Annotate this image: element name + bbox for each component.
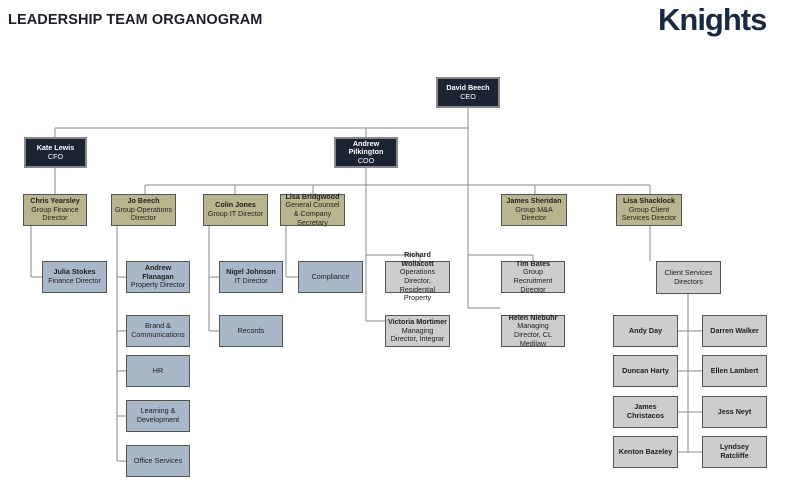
org-node-department: HR [126,355,190,387]
node-name: Duncan Harty [622,365,669,375]
node-role: IT Director [234,276,268,285]
node-role: Office Services [133,455,183,465]
node-name: Helen Niebuhr [508,312,558,322]
org-node-report: Andrew Flanagan Property Director [126,261,190,293]
node-name: Kate Lewis [36,142,75,152]
node-name: Lyndsey Ratcliffe [720,442,749,460]
org-node-report: Nigel Johnson IT Director [219,261,283,293]
org-node-member: Darren Walker [702,315,767,347]
node-role: Brand & Communications [131,321,185,339]
node-role: Records [237,325,265,335]
node-name: Chris Yearsley [30,196,80,206]
node-name: Ellen Lambert [710,365,759,375]
node-name: David Beech [446,82,490,92]
node-role: Group IT Director [207,209,264,218]
node-role: Group Finance Director [31,204,79,223]
node-name: James Sheridan [506,196,562,206]
node-name: Julia Stokes [53,267,96,277]
page-title: LEADERSHIP TEAM ORGANOGRAM [8,12,263,28]
org-node-department: Records [219,315,283,347]
node-name: Andy Day [628,325,663,335]
node-name: Jo Beech [127,196,160,206]
node-role: Group Client Services Director [621,204,677,223]
node-name: Richard Wollacott [401,250,434,268]
node-name: Victoria Mortimer [388,317,447,327]
node-name: Kenton Bazeley [618,446,673,456]
node-role: General Counsel & Company Secretary [285,200,340,227]
org-node-director: James Sheridan Group M&A Director [501,194,567,226]
node-role: Group M&A Director [515,204,553,223]
node-name: Jess Neyt [717,406,752,416]
org-node-director: Colin Jones Group IT Director [203,194,268,226]
node-name: Lisa Bridgwood [285,191,340,201]
node-name: Nigel Johnson [226,267,276,277]
org-node-coo: Andrew Pilkington COO [334,137,398,168]
company-logo: Knights [658,2,767,37]
node-role: Managing Director, Integrar [390,325,445,344]
org-node-department: Learning & Development [126,400,190,432]
org-node-director: Jo Beech Group Operations Director [111,194,176,226]
org-node-report: Victoria Mortimer Managing Director, Int… [385,315,450,347]
node-role: Learning & Development [136,406,180,424]
org-node-member: Ellen Lambert [702,355,767,387]
org-node-department: Office Services [126,445,190,477]
node-name: Andrew Pilkington [348,138,384,157]
node-name: Tim Bates [515,258,551,268]
org-node-member: Lyndsey Ratcliffe [702,436,767,468]
org-node-member: Jess Neyt [702,396,767,428]
node-role: Compliance [311,271,350,281]
node-role: Operations Director, Residential Propert… [399,267,436,303]
org-node-department: Compliance [298,261,363,293]
org-node-member: Andy Day [613,315,678,347]
org-node-member: James Christacos [613,396,678,428]
org-node-member: Kenton Bazeley [613,436,678,468]
org-node-director: Lisa Shacklock Group Client Services Dir… [616,194,682,226]
node-name: James Christacos [626,402,665,420]
node-role: CEO [460,91,476,101]
org-node-report: Richard Wollacott Operations Director, R… [385,250,450,302]
node-name: Colin Jones [215,200,256,210]
node-name: Andrew Flanagan [142,263,174,281]
node-role: Managing Director, CL Medilaw [514,321,552,348]
org-node-ceo: David Beech CEO [436,77,500,108]
node-role: COO [357,155,375,165]
node-role: Finance Director [48,276,101,285]
node-role: Group Operations Director [114,204,173,223]
org-node-report: Julia Stokes Finance Director [42,261,107,293]
org-node-department: Client Services Directors [656,261,721,294]
node-role: Property Director [130,280,186,290]
node-name: Lisa Shacklock [623,196,675,206]
node-role: CFO [47,151,64,161]
node-name: Darren Walker [710,325,759,335]
org-node-department: Brand & Communications [126,315,190,347]
org-node-report: Helen Niebuhr Managing Director, CL Medi… [501,312,565,348]
org-node-report: Tim Bates Group Recruitment Director [501,258,565,294]
org-node-director: Chris Yearsley Group Finance Director [23,194,87,226]
node-role: Group Recruitment Director [513,267,553,294]
node-role: HR [152,365,164,375]
org-node-director: Lisa Bridgwood General Counsel & Company… [280,191,345,227]
org-node-member: Duncan Harty [613,355,678,387]
org-node-cfo: Kate Lewis CFO [24,137,87,168]
node-role: Client Services Directors [664,267,713,286]
